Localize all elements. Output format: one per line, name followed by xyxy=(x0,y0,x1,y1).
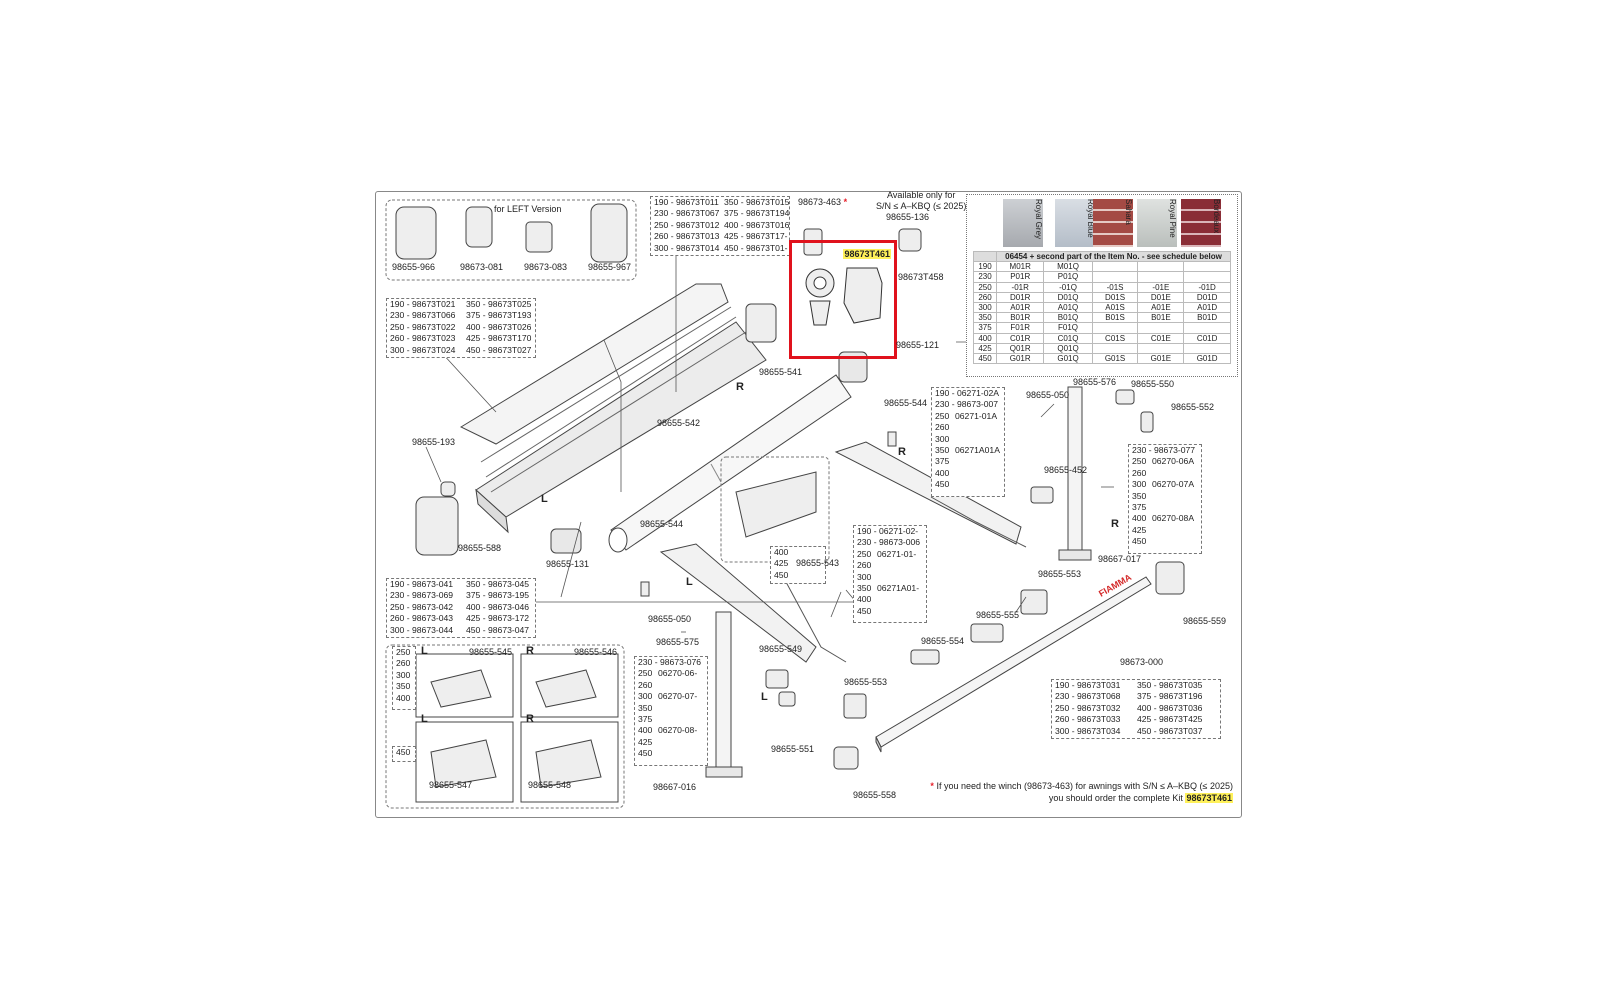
part-label: 98673-000 xyxy=(1120,657,1164,667)
part-label: 98655-575 xyxy=(656,637,700,647)
part-label: 98655-121 xyxy=(896,340,940,350)
part-label: 98655-544 xyxy=(640,519,684,529)
part-label: 98655-545 xyxy=(469,647,513,657)
part-label: 98655-967 xyxy=(588,262,632,272)
part-label: 98655-544 xyxy=(884,398,928,408)
part-label: 98673T458 xyxy=(898,272,944,282)
part-label: 98655-548 xyxy=(528,780,572,790)
side-letter-right: R xyxy=(898,446,906,458)
parts-line-art: FIAMMA xyxy=(385,199,1185,809)
part-label: 98655-559 xyxy=(1183,616,1227,626)
part-label: 98655-552 xyxy=(1171,402,1215,412)
side-letter-left: L xyxy=(761,691,768,703)
side-letter-right: R xyxy=(526,713,534,725)
part-label: 98655-551 xyxy=(771,744,815,754)
side-letter-right: R xyxy=(736,381,744,393)
part-label: 98655-576 xyxy=(1073,377,1117,387)
highlighted-kit-frame: 98673T461 xyxy=(789,240,897,359)
part-label: 98655-554 xyxy=(921,636,965,646)
side-letter-left: L xyxy=(686,576,693,588)
side-letter-left: L xyxy=(541,493,548,505)
fabric-panel: Royal Grey Royal Blue Sahara Royal Pine … xyxy=(966,194,1238,377)
part-label: 98655-553 xyxy=(844,677,888,687)
footnote: * If you need the winch (98673-463) for … xyxy=(930,781,1233,803)
part-label: 98667-016 xyxy=(653,782,697,792)
parts-diagram-sheet: FIAMMA for LEFT Version 98655-966 98673-… xyxy=(375,190,1242,818)
part-label: 98655-543 xyxy=(796,558,840,568)
part-label: 98655-558 xyxy=(853,790,897,800)
fabric-swatch-bordeaux xyxy=(1181,199,1221,247)
side-letter-right: R xyxy=(1111,518,1119,530)
fabric-table: 06454 + second part of the Item No. - se… xyxy=(973,250,1231,365)
part-label: 98655-966 xyxy=(392,262,436,272)
table-row: 250-01R-01Q-01S-01E-01D xyxy=(973,281,1231,293)
part-label: 98667-017 xyxy=(1098,554,1142,564)
part-label: 98655-050 xyxy=(648,614,692,624)
part-label: 98655-050 xyxy=(1026,390,1070,400)
part-label: 98655-588 xyxy=(458,543,502,553)
part-label: 98655-541 xyxy=(759,367,803,377)
fabric-name: Royal Pine xyxy=(1168,199,1177,238)
part-label: 98655-131 xyxy=(546,559,590,569)
fabric-name: Sahara xyxy=(1124,199,1133,225)
part-label: 98673-081 xyxy=(460,262,504,272)
part-label: 98655-550 xyxy=(1131,379,1175,389)
fabric-swatch-royal-pine xyxy=(1137,199,1177,247)
kit-label: 98673T461 xyxy=(843,249,891,259)
part-label: 98655-553 xyxy=(1038,569,1082,579)
left-version-label: for LEFT Version xyxy=(494,204,562,214)
part-label: 98655-555 xyxy=(976,610,1020,620)
fabric-name: Bordeaux xyxy=(1212,199,1221,234)
part-label: 98655-452 xyxy=(1044,465,1088,475)
side-letter-left: L xyxy=(421,645,428,657)
fabric-table-header: 06454 + second part of the Item No. - se… xyxy=(996,250,1231,263)
side-letter-left: L xyxy=(421,713,428,725)
kit-number: 98673T461 xyxy=(1185,793,1233,803)
part-label-winch: 98673-463 * xyxy=(798,197,848,207)
part-label: 98673-083 xyxy=(524,262,568,272)
fabric-swatch-sahara xyxy=(1093,199,1133,247)
part-label: 98655-546 xyxy=(574,647,618,657)
fabric-name: Royal Grey xyxy=(1034,199,1043,240)
part-label: 98655-547 xyxy=(429,780,473,790)
side-letter-right: R xyxy=(526,645,534,657)
part-label: 98655-549 xyxy=(759,644,803,654)
part-label: 98655-193 xyxy=(412,437,456,447)
part-label: 98655-542 xyxy=(657,418,701,428)
fabric-swatch-royal-blue xyxy=(1055,199,1095,247)
size-table-10b: 450 xyxy=(392,746,416,762)
kit-drawing xyxy=(805,267,883,326)
part-label: 98655-136 xyxy=(886,212,930,222)
fabric-swatch-royal-grey xyxy=(1003,199,1043,247)
